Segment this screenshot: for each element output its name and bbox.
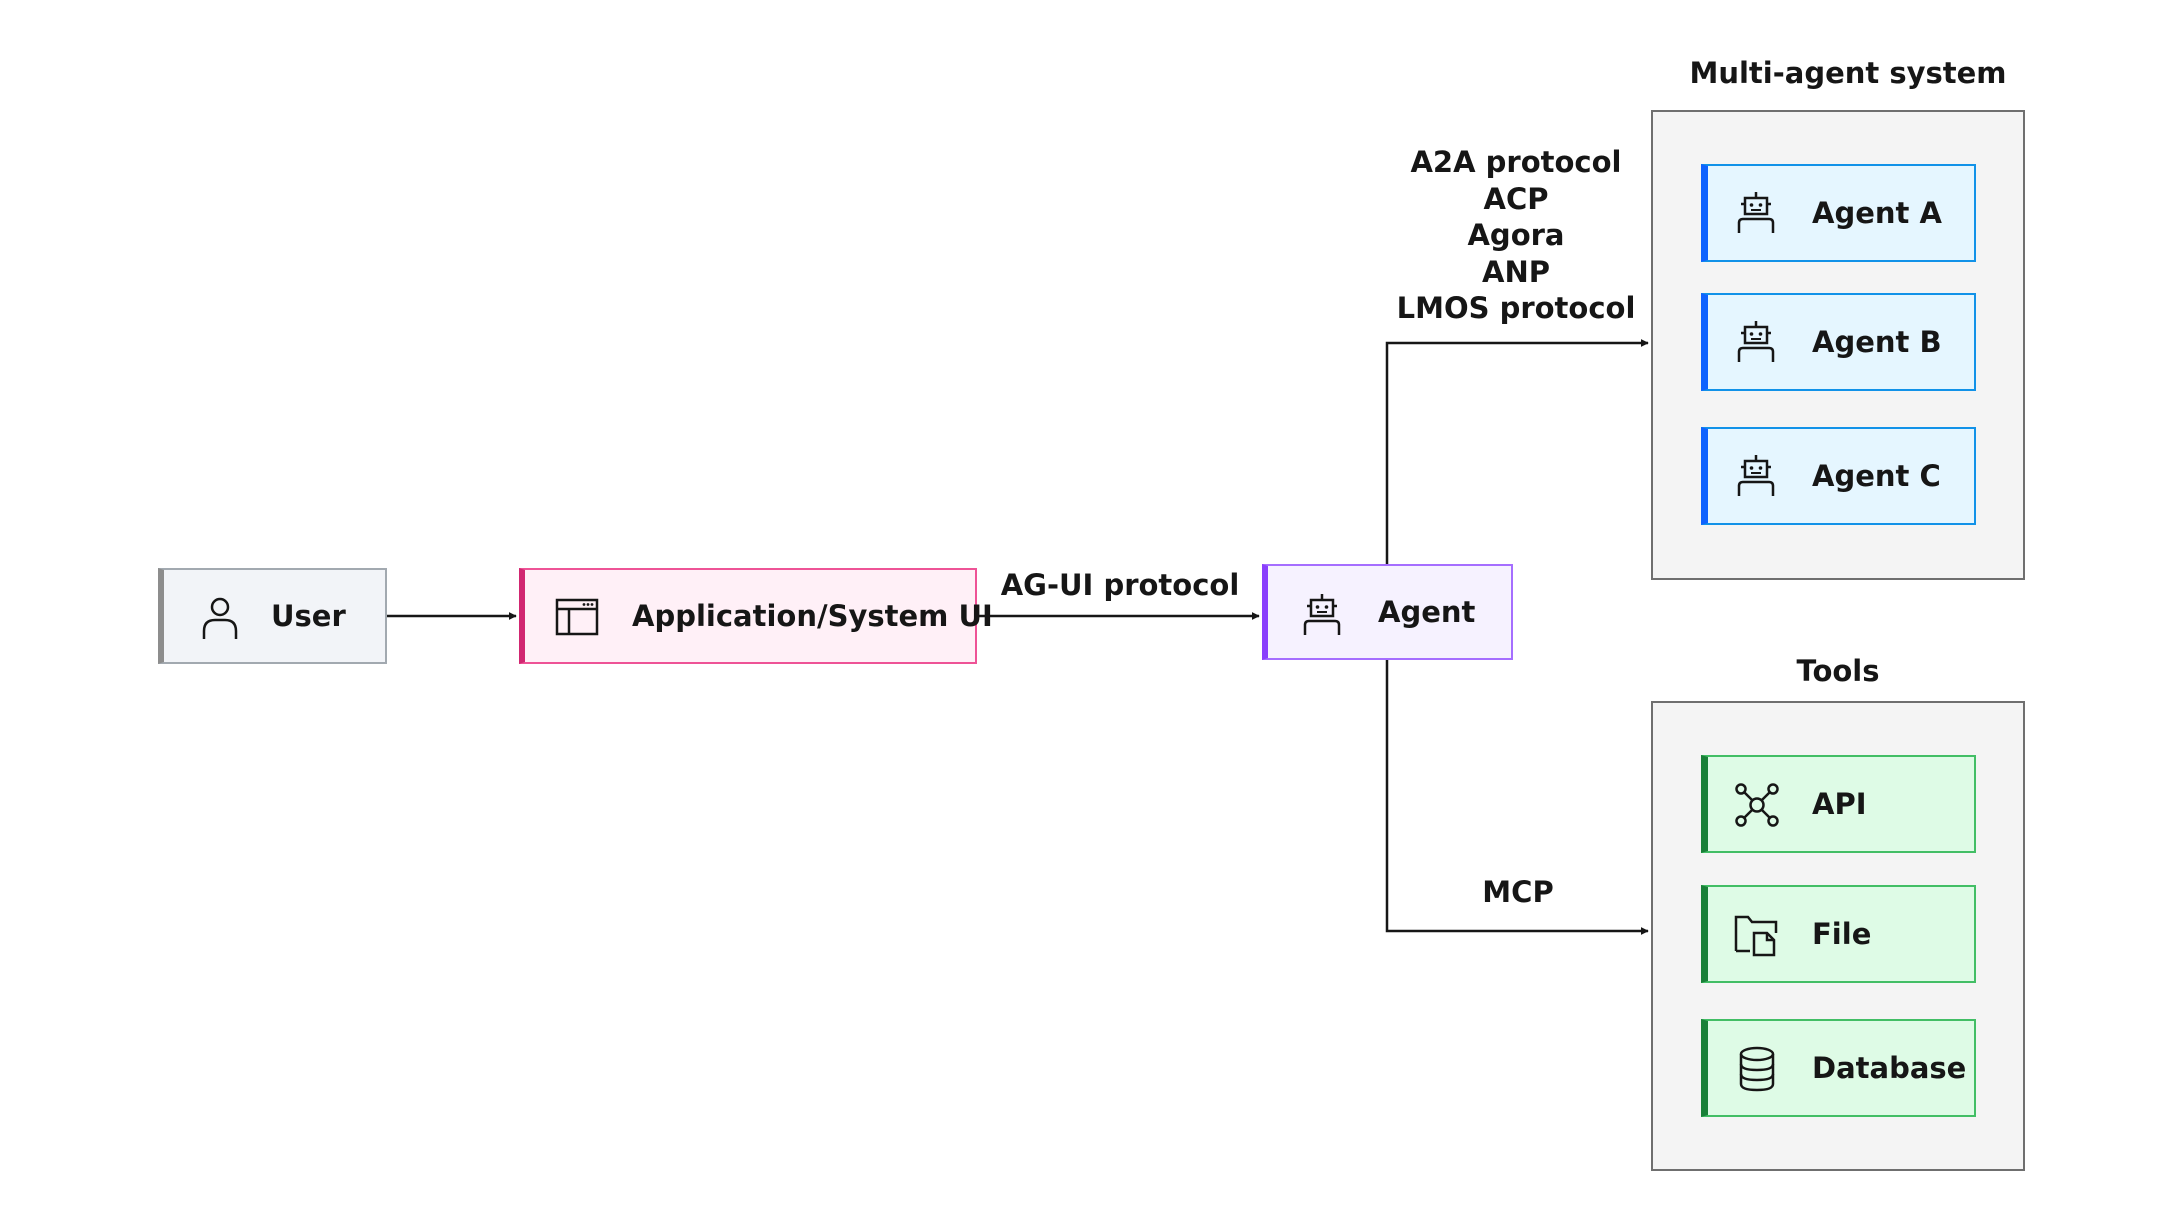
agent-c-card: Agent C (1701, 427, 1976, 525)
protocol-anp: ANP (1482, 254, 1550, 289)
edge-agent-to-tools (1385, 660, 1649, 935)
multi-agent-system-title: Multi-agent system (1689, 56, 2007, 90)
robot-icon (1736, 453, 1776, 497)
database-label: Database (1812, 1051, 1967, 1085)
agent-a-card: Agent A (1701, 164, 1976, 262)
application-window-icon (555, 598, 599, 636)
agent-protocol-list: A2A protocol ACP Agora ANP LMOS protocol (1397, 144, 1636, 327)
edge-agent-to-multi-agent (1385, 339, 1649, 564)
agent-label: Agent (1378, 595, 1476, 629)
api-label: API (1812, 787, 1867, 821)
user-icon (200, 596, 240, 640)
database-card: Database (1701, 1019, 1976, 1117)
protocol-a2a: A2A protocol (1410, 145, 1622, 179)
user-node: User (158, 568, 387, 664)
mcp-label: MCP (1482, 875, 1554, 909)
user-label: User (271, 599, 346, 633)
agent-b-label: Agent B (1812, 325, 1942, 359)
agent-b-card: Agent B (1701, 293, 1976, 391)
agent-c-label: Agent C (1812, 459, 1941, 493)
file-label: File (1812, 917, 1872, 951)
database-icon (1738, 1046, 1776, 1092)
tools-title: Tools (1796, 654, 1880, 688)
application-system-ui-node: Application/System UI (519, 568, 993, 664)
file-folder-icon (1734, 913, 1780, 957)
agent-node: Agent (1262, 564, 1513, 660)
api-card: API (1701, 755, 1976, 853)
protocol-acp: ACP (1483, 181, 1549, 216)
protocol-agora: Agora (1467, 218, 1565, 252)
application-system-ui-label: Application/System UI (632, 599, 993, 633)
api-network-icon (1734, 782, 1780, 828)
protocol-lmos: LMOS protocol (1396, 291, 1636, 325)
robot-icon (1302, 592, 1342, 636)
robot-icon (1736, 319, 1776, 363)
file-card: File (1701, 885, 1976, 983)
agent-a-label: Agent A (1812, 196, 1942, 230)
agui-protocol-label: AG-UI protocol (1000, 568, 1240, 602)
robot-icon (1736, 190, 1776, 234)
